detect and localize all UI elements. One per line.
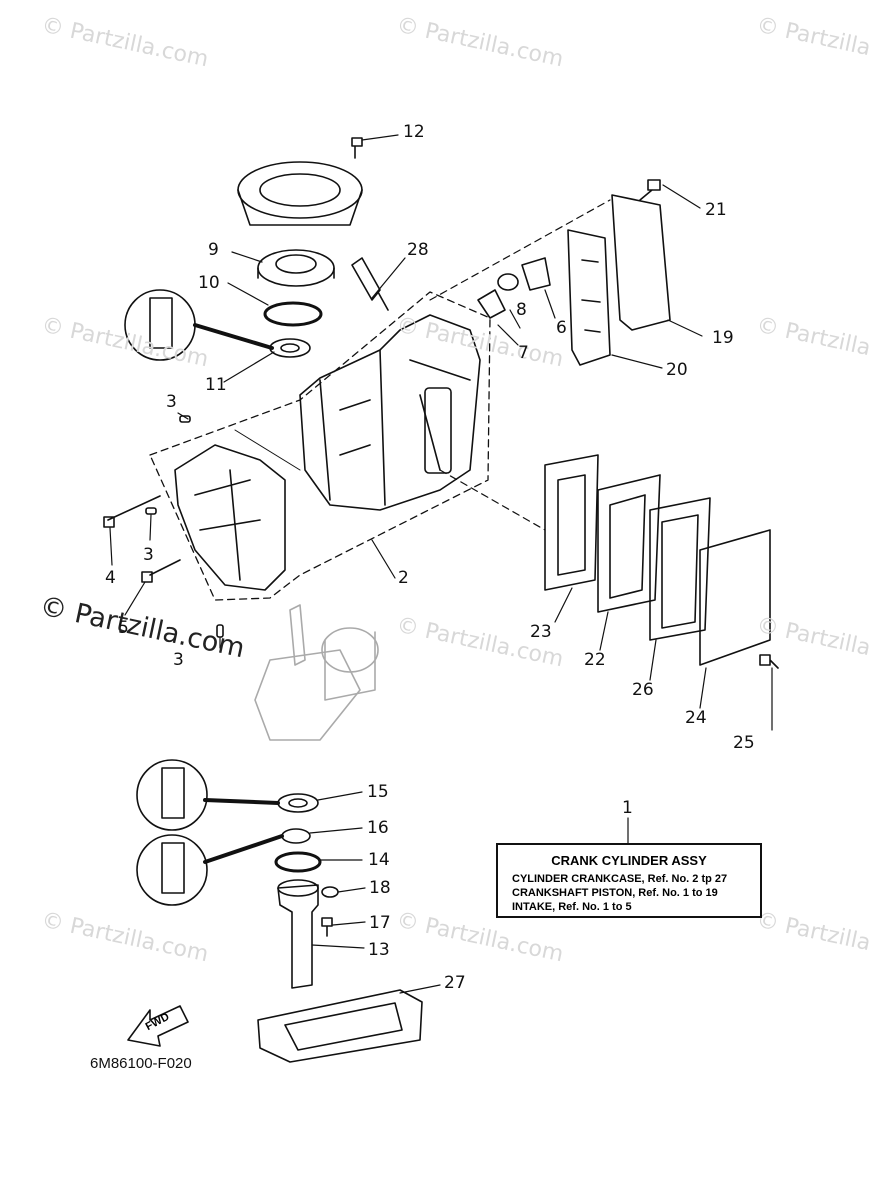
callout-13[interactable]: 13: [368, 940, 390, 960]
gasket-27: [257, 989, 423, 1063]
callout-10[interactable]: 10: [198, 273, 220, 293]
bolt-4: [103, 495, 161, 528]
oil-seal-11: [269, 338, 311, 358]
reference-title: CRANK CYLINDER ASSY: [551, 853, 707, 868]
gasket-23: [544, 454, 599, 591]
callout-21[interactable]: 21: [705, 200, 727, 220]
cover-24: [699, 529, 771, 666]
callout-23[interactable]: 23: [530, 622, 552, 642]
oil-seal-16: [281, 828, 311, 844]
callout-1[interactable]: 1: [622, 798, 633, 818]
o-ring-10: [263, 301, 323, 327]
reference-line: CYLINDER CRANKCASE, Ref. No. 2 tp 27: [512, 873, 728, 885]
gasket-8: [497, 273, 519, 291]
callout-16[interactable]: 16: [367, 818, 389, 838]
bolt-12: [351, 137, 363, 159]
callout-3[interactable]: 3: [143, 545, 154, 565]
callout-24[interactable]: 24: [685, 708, 707, 728]
thermostat-cover: [521, 257, 551, 291]
dowel-pin: [179, 415, 191, 423]
gasket-26: [649, 497, 711, 641]
callout-5[interactable]: 5: [118, 618, 129, 638]
crankcase: [174, 444, 286, 591]
callout-17[interactable]: 17: [369, 913, 391, 933]
o-ring-14: [274, 851, 322, 873]
callout-11[interactable]: 11: [205, 375, 227, 395]
callout-2[interactable]: 2: [398, 568, 409, 588]
thermostat: [477, 289, 506, 319]
callout-7[interactable]: 7: [518, 343, 529, 363]
detail-circle-15: [136, 759, 208, 831]
callout-14[interactable]: 14: [368, 850, 390, 870]
callout-18[interactable]: 18: [369, 878, 391, 898]
reference-line: CRANKSHAFT PISTON, Ref. No. 1 to 19: [512, 887, 718, 899]
callout-28[interactable]: 28: [407, 240, 429, 260]
callout-3[interactable]: 3: [173, 650, 184, 670]
figure-code: 6M86100-F020: [90, 1055, 192, 1072]
callout-20[interactable]: 20: [666, 360, 688, 380]
cover-plate: [237, 161, 363, 219]
exhaust-cover: [611, 194, 671, 331]
callout-26[interactable]: 26: [632, 680, 654, 700]
bolt-17: [321, 917, 333, 937]
assembly-dashed-outline: [149, 291, 491, 601]
crankshaft: [254, 604, 361, 741]
callout-19[interactable]: 19: [712, 328, 734, 348]
callout-3[interactable]: 3: [166, 392, 177, 412]
bolt-5: [141, 559, 181, 583]
washer-18: [321, 886, 339, 898]
bolt-21: [639, 179, 661, 201]
detail-circle-16: [136, 834, 208, 906]
callout-12[interactable]: 12: [403, 122, 425, 142]
reference-line: INTAKE, Ref. No. 1 to 5: [512, 901, 632, 913]
callout-25[interactable]: 25: [733, 733, 755, 753]
spark-plug: [351, 257, 389, 311]
exhaust-gasket: [567, 229, 611, 366]
reference-box: CRANK CYLINDER ASSY CYLINDER CRANKCASE, …: [496, 843, 762, 918]
callout-8[interactable]: 8: [516, 300, 527, 320]
bolt-25: [759, 654, 779, 669]
oil-seal-15: [277, 793, 319, 813]
fwd-arrow: [127, 1005, 189, 1047]
plate-22: [597, 474, 661, 613]
callout-6[interactable]: 6: [556, 318, 567, 338]
sleeve-13: [277, 884, 319, 989]
callout-15[interactable]: 15: [367, 782, 389, 802]
callout-4[interactable]: 4: [105, 568, 116, 588]
piston: [321, 627, 379, 673]
callout-27[interactable]: 27: [444, 973, 466, 993]
callout-9[interactable]: 9: [208, 240, 219, 260]
callout-22[interactable]: 22: [584, 650, 606, 670]
